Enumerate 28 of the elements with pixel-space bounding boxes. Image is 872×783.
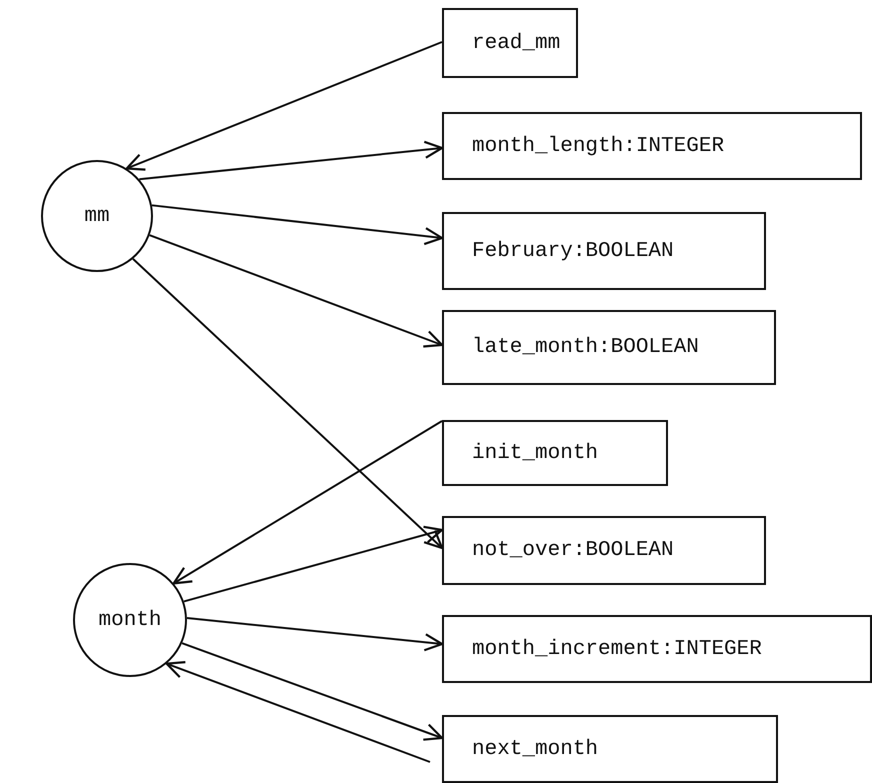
node-label: month_length:INTEGER xyxy=(472,134,724,158)
arrow xyxy=(126,41,442,171)
operation-box xyxy=(442,8,578,78)
arrow xyxy=(149,234,444,348)
node-label: init_month xyxy=(472,442,598,464)
arrow xyxy=(186,617,444,652)
arrow xyxy=(132,258,444,550)
arrow xyxy=(139,140,444,180)
operation-box xyxy=(442,420,668,486)
node-label: late_month:BOOLEAN xyxy=(472,336,699,359)
arrow xyxy=(152,204,444,246)
node-label: next_month xyxy=(472,738,598,760)
arrow xyxy=(182,642,444,741)
operation-box xyxy=(442,516,766,585)
operation-box xyxy=(442,310,776,385)
node-label: month_increment:INTEGER xyxy=(472,638,762,660)
arrow xyxy=(166,661,430,763)
operation-box xyxy=(442,715,778,783)
node-label: read_mm xyxy=(472,32,560,54)
node-label: not_over:BOOLEAN xyxy=(472,539,674,562)
node-label: mm xyxy=(84,204,110,228)
node-label: February:BOOLEAN xyxy=(472,240,674,262)
node-label: month xyxy=(98,608,162,632)
operation-box xyxy=(442,112,862,180)
arrow xyxy=(172,420,443,584)
operation-box xyxy=(442,212,766,290)
operation-box xyxy=(442,615,872,683)
arrow xyxy=(184,526,444,602)
